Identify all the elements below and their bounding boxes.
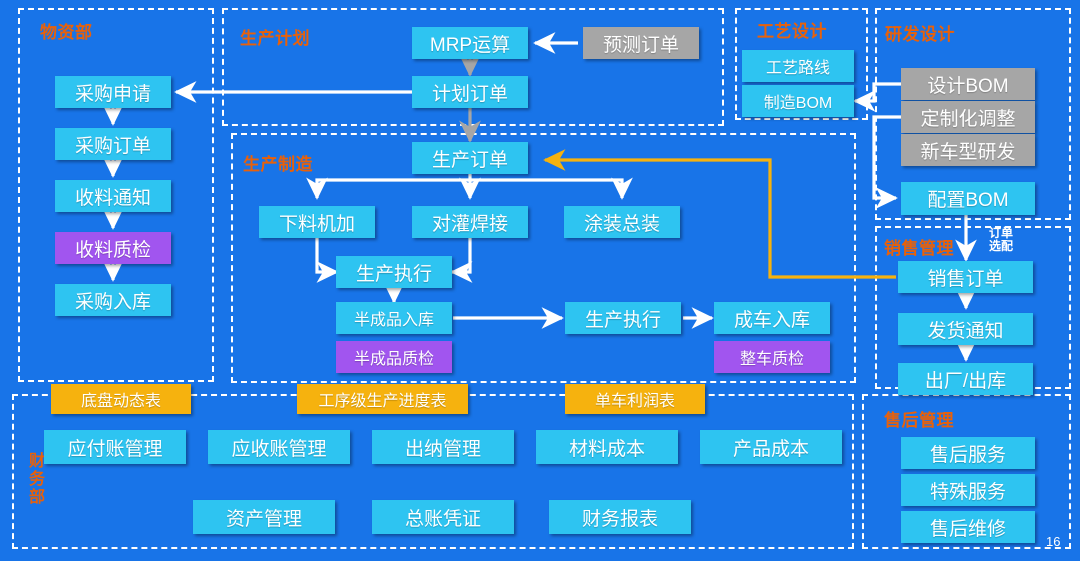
node-material-cost[interactable]: 材料成本 [536,430,678,464]
node-vehicle-inbound[interactable]: 成车入库 [714,302,830,334]
node-planned-order[interactable]: 计划订单 [412,76,528,108]
node-production-execution-1[interactable]: 生产执行 [336,256,452,288]
panel-title-process-design: 工艺设计 [757,22,827,41]
panel-title-sales-management: 销售管理 [884,239,954,258]
report-chassis-dynamics[interactable]: 底盘动态表 [51,384,191,414]
annotation-order-config: 订单 选配 [988,226,1013,253]
node-forecast-order[interactable]: 预测订单 [583,27,699,59]
node-accounts-receivable[interactable]: 应收账管理 [208,430,350,464]
page-number: 16 [1046,534,1061,549]
panel-aftersales [862,394,1071,549]
node-financial-report[interactable]: 财务报表 [549,500,691,534]
panel-title-finance: 财务部 [26,452,43,506]
panel-title-production-manufacture: 生产制造 [243,155,313,174]
node-product-cost[interactable]: 产品成本 [700,430,842,464]
node-welding[interactable]: 对灌焊接 [412,206,528,238]
panel-title-production-plan: 生产计划 [240,29,310,48]
node-production-order[interactable]: 生产订单 [412,142,528,174]
node-mrp-calculation[interactable]: MRP运算 [412,27,528,59]
node-vehicle-inspection[interactable]: 整车质检 [714,341,830,373]
report-process-progress[interactable]: 工序级生产进度表 [297,384,468,414]
node-new-model-rnd[interactable]: 新车型研发 [901,134,1035,166]
node-aftersales-repair[interactable]: 售后维修 [901,511,1035,543]
node-purchase-request[interactable]: 采购申请 [55,76,171,108]
node-production-execution-2[interactable]: 生产执行 [565,302,681,334]
panel-title-materials: 物资部 [40,23,93,42]
node-cashier-management[interactable]: 出纳管理 [372,430,514,464]
node-sales-order[interactable]: 销售订单 [898,261,1033,293]
report-vehicle-profit[interactable]: 单车利润表 [565,384,705,414]
node-factory-outbound[interactable]: 出厂/出库 [898,363,1033,395]
panel-title-aftersales: 售后管理 [884,411,954,430]
panel-process-design [735,8,868,120]
node-receipt-notice[interactable]: 收料通知 [55,180,171,212]
node-general-ledger[interactable]: 总账凭证 [372,500,514,534]
node-special-service[interactable]: 特殊服务 [901,474,1035,506]
panel-rnd-design [875,8,1071,220]
node-process-route[interactable]: 工艺路线 [742,50,854,82]
node-manufacturing-bom[interactable]: 制造BOM [742,85,854,117]
node-receipt-inspection[interactable]: 收料质检 [55,232,171,264]
node-shipping-notice[interactable]: 发货通知 [898,313,1033,345]
node-semifinished-inspection[interactable]: 半成品质检 [336,341,452,373]
node-customization-adjust[interactable]: 定制化调整 [901,101,1035,133]
node-design-bom[interactable]: 设计BOM [901,68,1035,100]
node-painting-assembly[interactable]: 涂装总装 [564,206,680,238]
node-aftersales-service[interactable]: 售后服务 [901,437,1035,469]
node-configuration-bom[interactable]: 配置BOM [901,182,1035,215]
node-semifinished-inbound[interactable]: 半成品入库 [336,302,452,334]
node-purchase-order[interactable]: 采购订单 [55,128,171,160]
node-blanking-machining[interactable]: 下料机加 [259,206,375,238]
node-asset-management[interactable]: 资产管理 [193,500,335,534]
node-accounts-payable[interactable]: 应付账管理 [44,430,186,464]
node-purchase-inbound[interactable]: 采购入库 [55,284,171,316]
panel-title-rnd-design: 研发设计 [885,25,955,44]
panel-materials [18,8,214,382]
